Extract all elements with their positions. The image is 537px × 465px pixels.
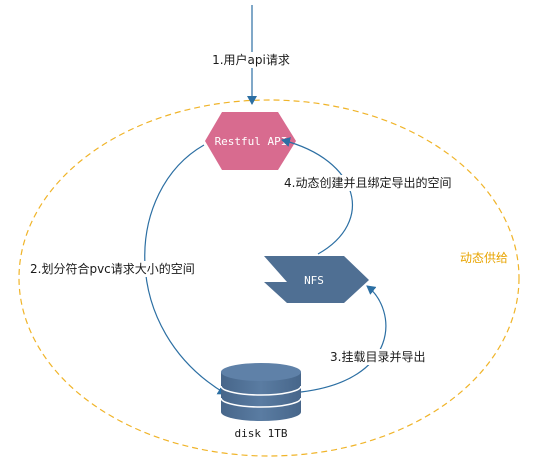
step-4-label: 4.动态创建并且绑定导出的空间	[284, 175, 451, 190]
nfs-label: NFS	[304, 274, 324, 287]
step-2-label: 2.划分符合pvc请求大小的空间	[30, 261, 195, 276]
nfs-node	[264, 256, 369, 303]
disk-label: disk 1TB	[235, 427, 288, 440]
mount-export-arrow	[300, 285, 387, 393]
dynamic-provisioning-region	[18, 99, 520, 457]
step-3-label: 3.挂载目录并导出	[330, 350, 425, 364]
disk-node	[220, 363, 302, 421]
bind-export-arrow	[281, 137, 354, 255]
restful-api-node	[205, 112, 296, 170]
region-label: 动态供给	[460, 251, 508, 265]
step-1-label: 1.用户api请求	[212, 52, 290, 67]
restful-api-label: Restful API	[215, 135, 288, 148]
